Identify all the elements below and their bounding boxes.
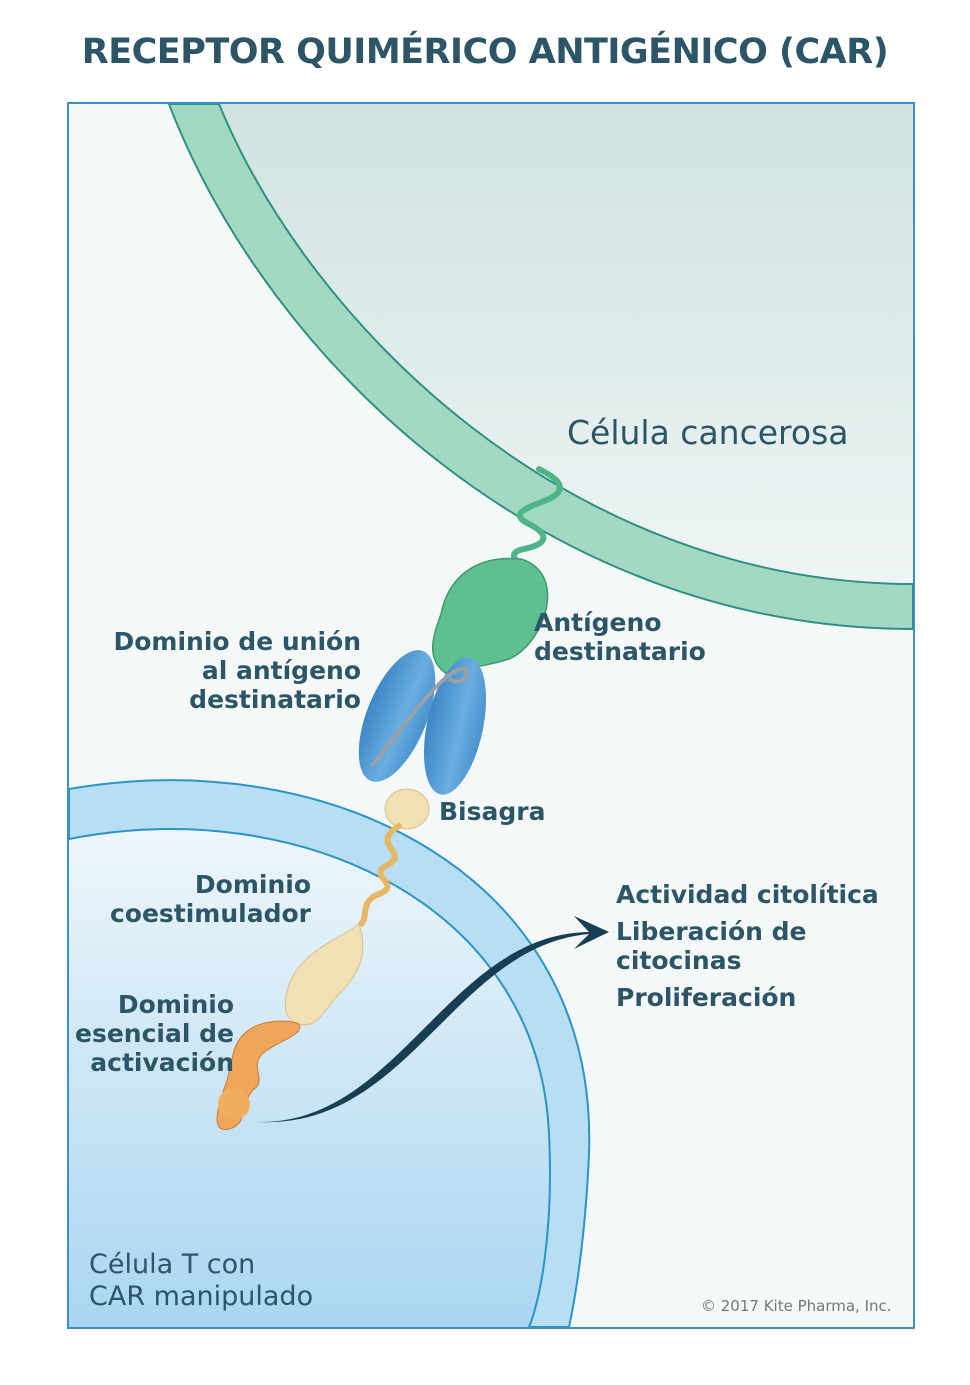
signaling-arrow	[259, 916, 609, 1123]
car-diagram-art	[69, 104, 913, 1327]
page-title: RECEPTOR QUIMÉRICO ANTIGÉNICO (CAR)	[81, 32, 889, 72]
outcome-cytokine: Liberación de citocinas	[616, 917, 807, 975]
cancer-cell-label: Célula cancerosa	[567, 413, 849, 452]
target-antigen-label: Antígeno destinatario	[534, 608, 706, 666]
activation-domain-bead	[218, 1088, 250, 1120]
hinge-label: Bisagra	[439, 797, 546, 826]
scfv-light-chain	[423, 657, 487, 795]
scfv-linker	[370, 666, 470, 768]
target-antigen-shape	[431, 557, 549, 681]
t-cell-body	[69, 829, 550, 1327]
outcome-proliferation: Proliferación	[616, 983, 797, 1012]
diagram-frame: Célula cancerosa Dominio de unión al ant…	[67, 102, 915, 1329]
outcomes-list: Actividad citolítica Liberación de citoc…	[616, 880, 879, 1012]
scfv-heavy-chain	[358, 650, 436, 782]
transmembrane-spiral	[358, 823, 402, 927]
binding-domain-label: Dominio de unión al antígeno destinatari…	[113, 627, 362, 714]
costimulatory-domain-label: Dominio coestimulador	[109, 870, 311, 928]
hinge-shape	[384, 788, 430, 830]
antigen-tail	[511, 466, 563, 567]
cancer-cell-body	[219, 104, 913, 584]
copyright: © 2017 Kite Pharma, Inc.	[701, 1297, 892, 1315]
outcome-cytolytic: Actividad citolítica	[616, 880, 879, 909]
cancer-cell-membrane	[167, 104, 913, 631]
t-cell-label: Célula T con CAR manipulado	[89, 1249, 314, 1312]
activation-domain-label: Dominio esencial de activación	[75, 990, 234, 1077]
t-cell-membrane	[69, 779, 591, 1327]
